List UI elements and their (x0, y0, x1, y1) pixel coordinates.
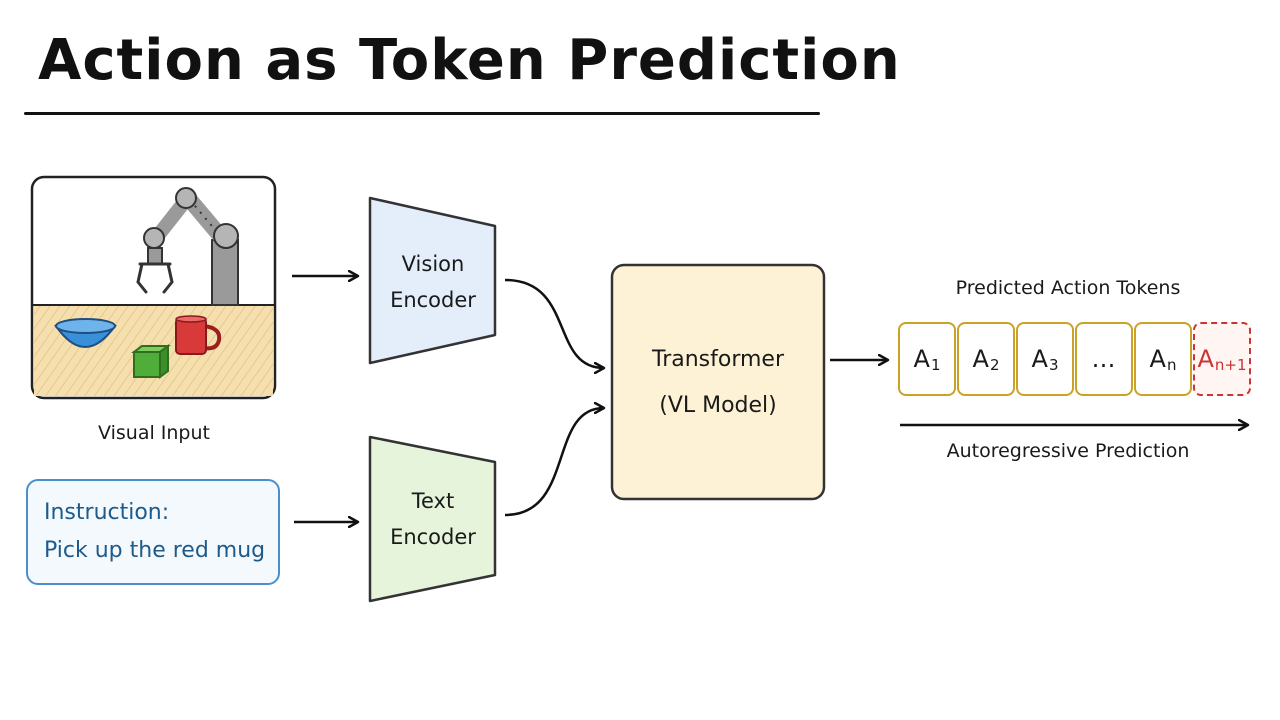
transformer-label: Transformer (VL Model) (612, 337, 824, 429)
arrow-vision-encoder-to-transformer (504, 278, 604, 368)
arrow-text-encoder-to-transformer (504, 408, 604, 517)
vision-encoder-line2: Encoder (390, 288, 476, 312)
autoregressive-label: Autoregressive Prediction (946, 440, 1190, 462)
instruction-text: Pick up the red mug (44, 538, 266, 563)
red-mug-icon (175, 315, 222, 355)
transformer-box (610, 263, 826, 501)
text-encoder-line1: Text (411, 489, 455, 513)
title-underline (24, 112, 820, 115)
instruction-box (26, 479, 280, 585)
bowl-icon (54, 318, 117, 348)
action-token-ellipsis: … (1075, 322, 1133, 396)
page-title: Action as Token Prediction (38, 28, 901, 93)
robot-arm-icon (136, 187, 239, 306)
vision-encoder-label: Vision Encoder (372, 246, 494, 318)
vision-encoder-line1: Vision (401, 252, 465, 276)
transformer-line1: Transformer (651, 347, 784, 372)
text-encoder-box (368, 435, 497, 603)
text-encoder-label: Text Encoder (372, 483, 494, 555)
cube-icon (131, 344, 171, 379)
transformer-line2: (VL Model) (659, 393, 777, 418)
text-encoder-line2: Encoder (390, 525, 476, 549)
predicted-tokens-header: Predicted Action Tokens (955, 277, 1181, 299)
instruction-heading: Instruction: (44, 500, 170, 525)
vision-encoder-box (368, 196, 497, 365)
visual-input-label: Visual Input (98, 422, 210, 444)
